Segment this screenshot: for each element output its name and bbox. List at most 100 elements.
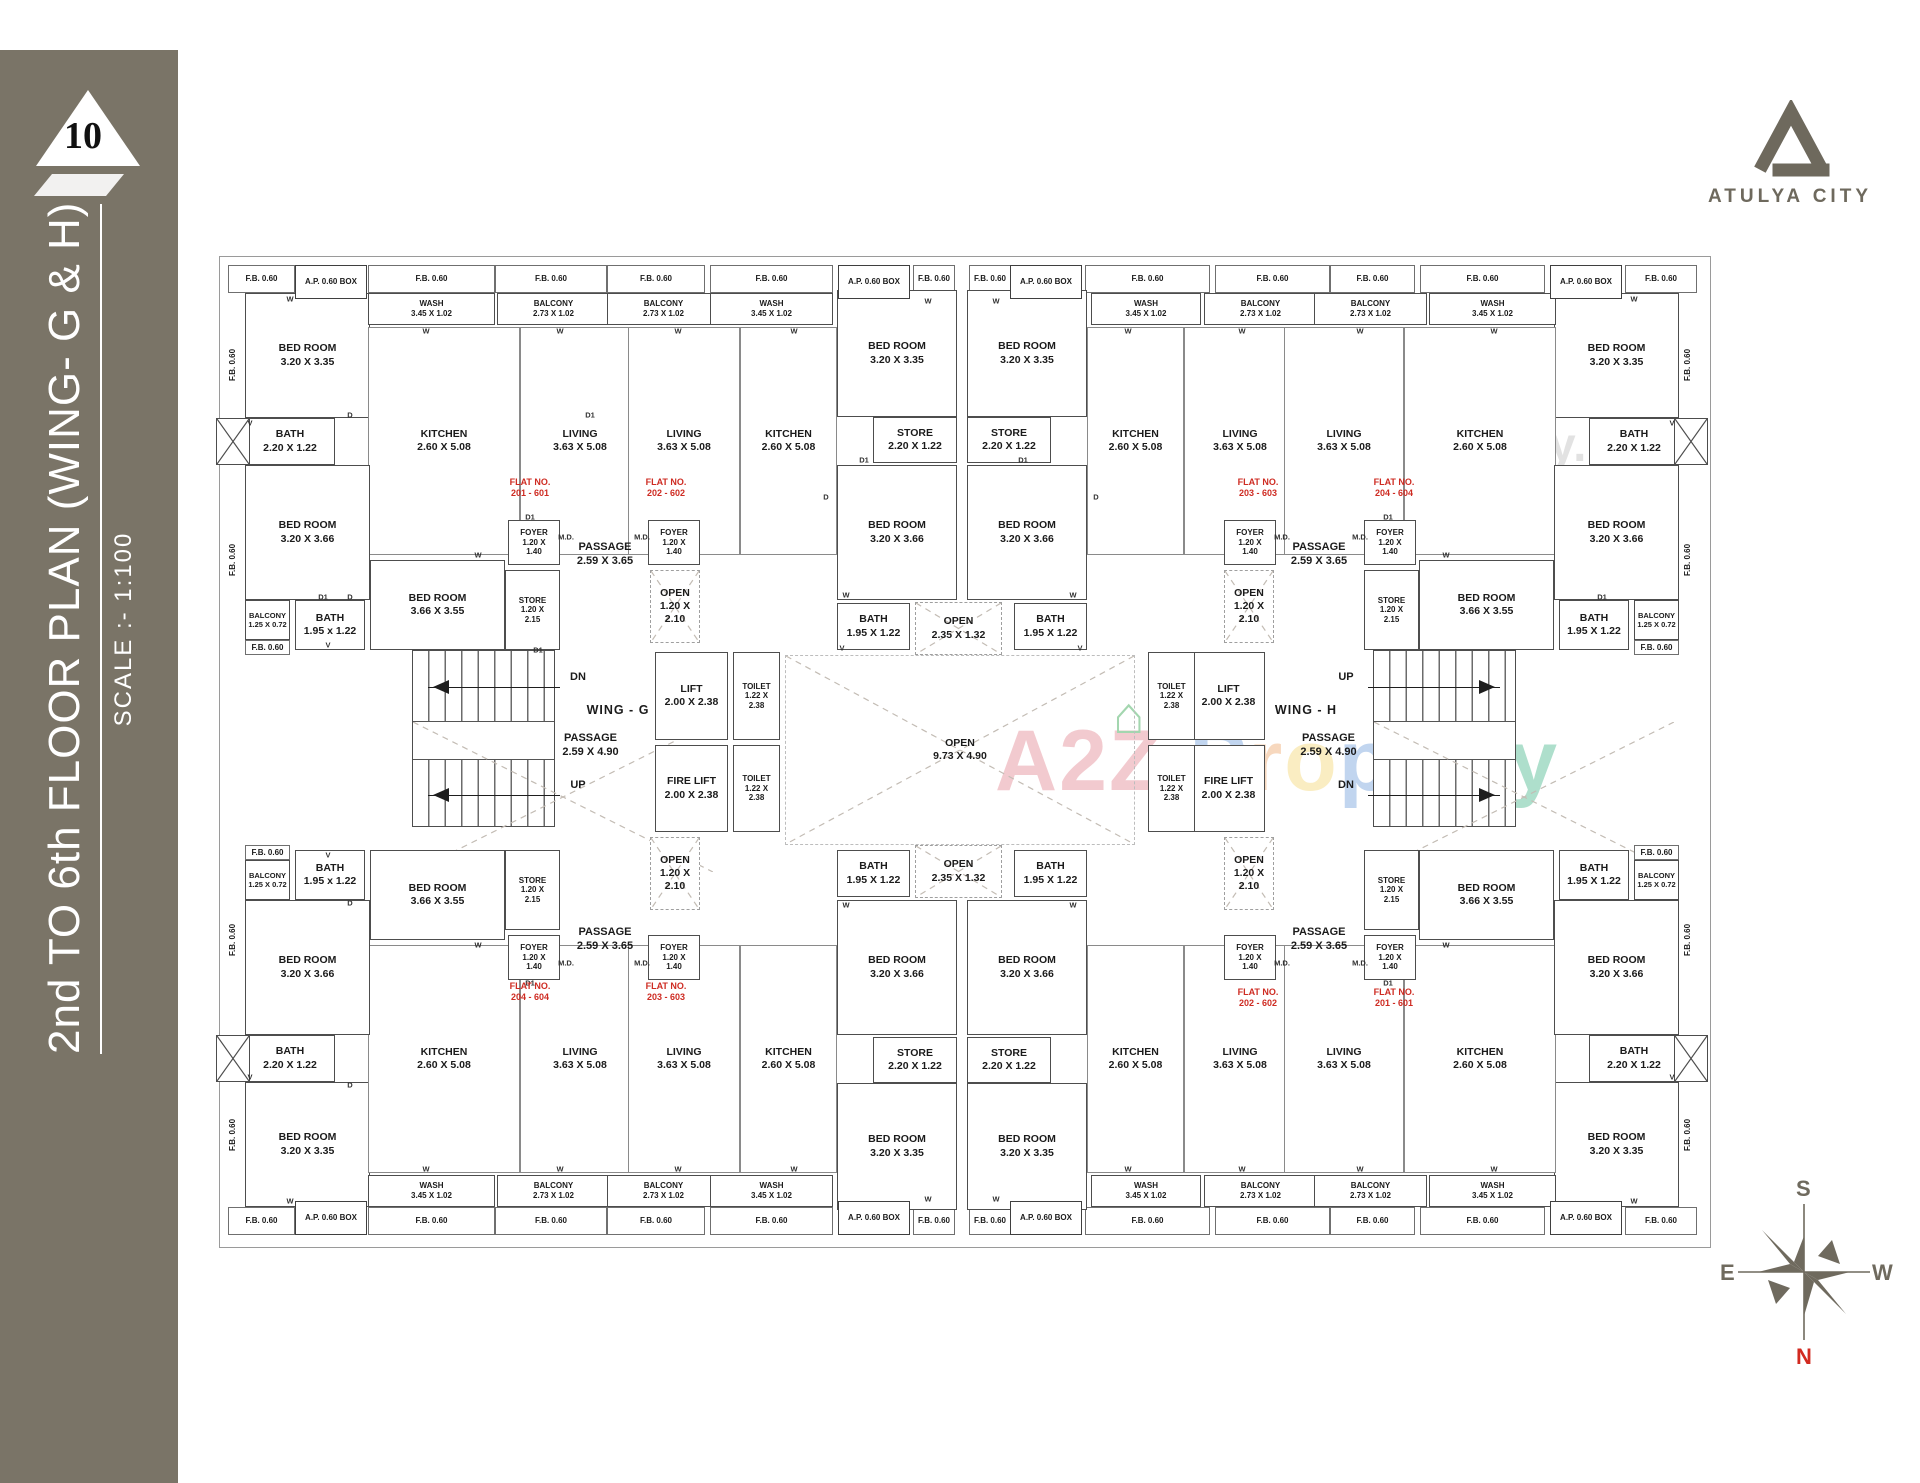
wall-mark: W xyxy=(924,1194,932,1204)
wall-mark: V xyxy=(1077,643,1083,653)
edge-label: F.B. 0.60 xyxy=(1683,544,1692,577)
page-number: 10 xyxy=(64,115,102,157)
flat-number: FLAT NO.203 - 603 xyxy=(1237,476,1279,498)
fb-strip: F.B. 0.60 xyxy=(368,265,495,293)
duct-shaft xyxy=(216,418,250,465)
watermark-letter: 2 xyxy=(1059,713,1109,809)
plan-text: DN xyxy=(1338,779,1354,792)
ap-box: A.P. 0.60 BOX xyxy=(1550,265,1622,299)
wall-mark: W xyxy=(556,326,564,336)
fb-strip: F.B. 0.60 xyxy=(228,265,295,293)
wall-mark: V xyxy=(325,640,331,650)
wall-mark: W xyxy=(422,326,430,336)
fb-strip: F.B. 0.60 xyxy=(368,1207,495,1235)
wall-mark: D xyxy=(347,898,353,908)
wall-mark: D1 xyxy=(525,512,535,522)
sheet-title: 2nd TO 6th FLOOR PLAN (WING- G & H) xyxy=(40,202,102,1054)
fb-strip: F.B. 0.60 xyxy=(913,1207,955,1235)
wall-mark: W xyxy=(674,1164,682,1174)
fb-strip: F.B. 0.60 xyxy=(1634,845,1679,860)
wall-mark: W xyxy=(1238,326,1246,336)
sheet-title-block: 2nd TO 6th FLOOR PLAN (WING- G & H) SCAL… xyxy=(40,202,138,1054)
fb-strip: F.B. 0.60 xyxy=(245,640,290,655)
house-icon: ⌂ xyxy=(1113,687,1147,745)
wall-mark: D1 xyxy=(525,978,535,988)
ap-box: A.P. 0.60 BOX xyxy=(295,265,367,299)
wall-mark: W xyxy=(924,296,932,306)
badge-triangle-icon xyxy=(34,90,140,196)
brand-logo: ATULYA CITY xyxy=(1690,100,1890,208)
wall-mark: W xyxy=(1490,326,1498,336)
wall-mark: V xyxy=(839,643,845,653)
flat-number: FLAT NO.203 - 603 xyxy=(645,980,687,1002)
page-number-badge: 10 xyxy=(28,88,148,198)
watermark-letter: A xyxy=(995,713,1060,809)
brand-name: ATULYA CITY xyxy=(1707,186,1872,207)
stair-direction-arrow xyxy=(428,788,560,802)
wall-mark: D1 xyxy=(1018,455,1028,465)
wall-mark: V xyxy=(247,1072,253,1082)
wall-mark: D1 xyxy=(585,410,595,420)
compass-north-label: N xyxy=(1796,1344,1812,1369)
duct-shaft xyxy=(216,1035,250,1082)
wall-mark: W xyxy=(1442,550,1450,560)
wall-mark: W xyxy=(1442,940,1450,950)
fb-strip: F.B. 0.60 xyxy=(969,265,1011,293)
wall-mark: M.D. xyxy=(558,532,574,542)
edge-label: F.B. 0.60 xyxy=(228,544,237,577)
fb-strip: F.B. 0.60 xyxy=(710,1207,833,1235)
wall-mark: W xyxy=(1356,326,1364,336)
wall-mark: W xyxy=(1356,1164,1364,1174)
ap-box: A.P. 0.60 BOX xyxy=(1550,1201,1622,1235)
flat-number: FLAT NO.202 - 602 xyxy=(645,476,687,498)
fb-strip: F.B. 0.60 xyxy=(228,1207,295,1235)
wall-mark: V xyxy=(247,418,253,428)
flat-number: FLAT NO.202 - 602 xyxy=(1237,986,1279,1008)
wall-mark: M.D. xyxy=(1274,958,1290,968)
fb-strip: F.B. 0.60 xyxy=(607,265,705,293)
plan-text: DN xyxy=(570,671,586,684)
wall-mark: M.D. xyxy=(1274,532,1290,542)
